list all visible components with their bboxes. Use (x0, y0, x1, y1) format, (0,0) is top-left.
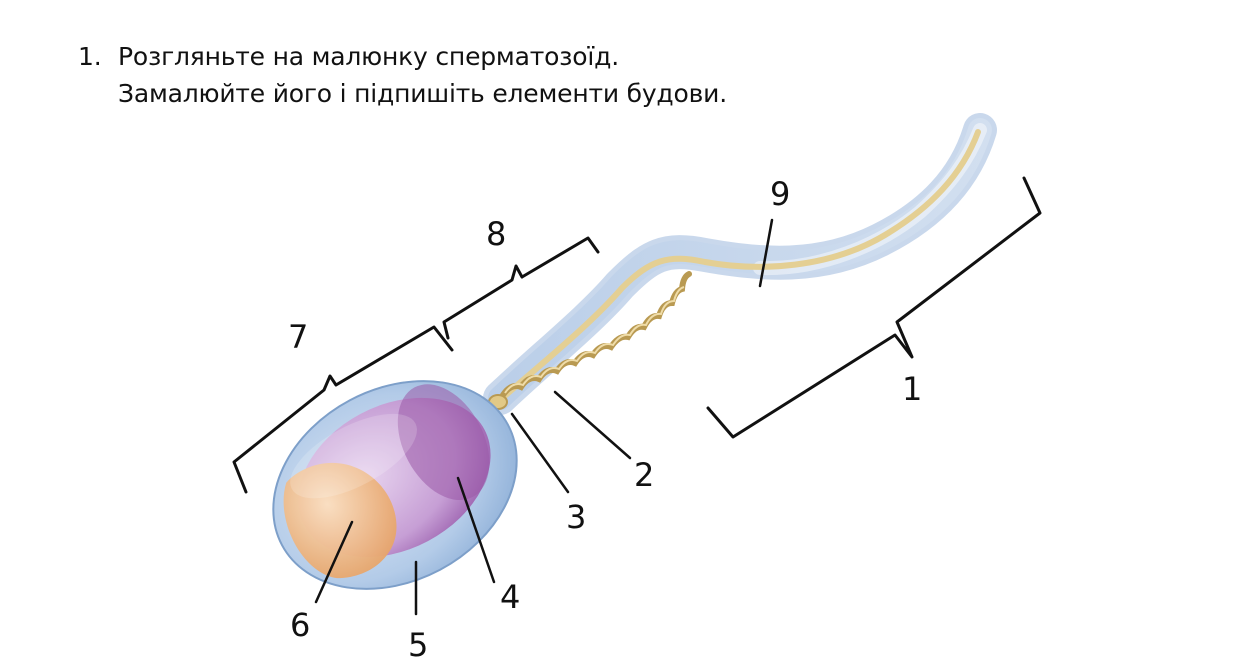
label-6: 6 (290, 606, 310, 644)
label-4: 4 (500, 578, 520, 616)
label-5: 5 (408, 626, 428, 662)
label-3: 3 (566, 498, 586, 536)
leader-2 (555, 392, 630, 458)
label-8: 8 (486, 215, 506, 253)
label-1: 1 (902, 370, 922, 408)
leader-3 (512, 414, 568, 492)
bracket-1 (708, 178, 1040, 437)
label-7: 7 (288, 318, 308, 356)
label-2: 2 (634, 456, 654, 494)
label-9: 9 (770, 175, 790, 213)
